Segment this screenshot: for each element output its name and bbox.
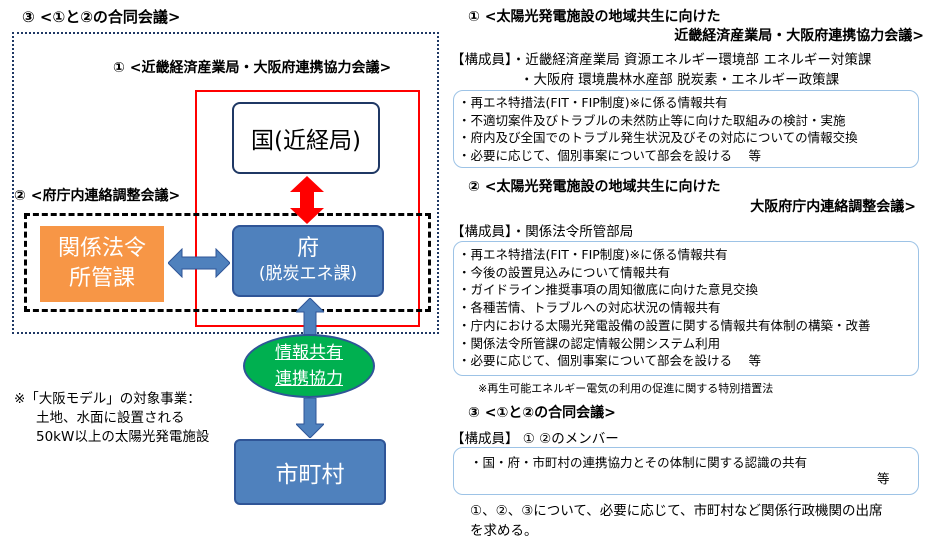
joint-meeting-frame	[12, 32, 439, 334]
s1-title-line-2: 近畿経済産業局・大阪府連携協力会議>	[674, 28, 924, 44]
s2-item: ・各種苦情、トラブルへの対応状況の情報共有	[458, 300, 721, 316]
node-fu: 府 (脱炭エネ課)	[232, 225, 384, 297]
fuchou-council-label: ② <府庁内連絡調整会議>	[14, 188, 181, 204]
node-kankei-label-2: 所管課	[68, 266, 135, 291]
blue-horizontal-double-arrow	[168, 248, 230, 278]
ellipse-label-1: 情報共有	[275, 343, 343, 363]
s1-items-frame	[453, 90, 919, 168]
s3-members: 【構成員】 ① ②のメンバー	[451, 431, 619, 447]
node-kuni: 国(近経局)	[232, 102, 380, 174]
osaka-model-note-line-1: ※「大阪モデル」の対象事業：	[14, 391, 201, 407]
s1-members-line-2: ・大阪府 環境農林水産部 脱炭素・エネルギー政策課	[520, 72, 840, 88]
blue-arrow-fu-to-ellipse	[296, 298, 324, 338]
s2-title-line-1: ② <太陽光発電施設の地域共生に向けた	[468, 179, 721, 195]
s2-item: ・必要に応じて、個別事案について部会を設ける 等	[458, 353, 761, 369]
s1-items-list: ・再エネ特措法(FIT・FIP制度)※に係る情報共有 ・不適切案件及びトラブルの…	[458, 94, 858, 164]
s2-item: ・関係法令所管課の認定情報公開システム利用	[458, 335, 721, 351]
blue-arrow-ellipse-to-shichoson	[296, 398, 324, 438]
node-kankei-hourei: 関係法令 所管課	[40, 226, 164, 302]
s2-members: 【構成員】・関係法令所管部局	[451, 224, 634, 240]
s1-title-line-1: ① <太陽光発電施設の地域共生に向けた	[468, 9, 721, 25]
s2-item: ・再エネ特措法(FIT・FIP制度)※に係る情報共有	[458, 247, 728, 262]
closing-note-line-1: ①、②、③について、必要に応じて、市町村など関係行政機関の出席	[470, 503, 883, 519]
s3-title: ③ <①と②の合同会議>	[468, 405, 616, 421]
info-sharing-ellipse: 情報共有 連携協力	[243, 334, 375, 398]
s2-title-line-2: 大阪府庁内連絡調整会議>	[750, 199, 916, 215]
s1-item: ・不適切案件及びトラブルの未然防止等に向けた取組みの検討・実施	[458, 112, 846, 128]
osaka-model-note-line-3: 50kW以上の太陽光発電施設	[36, 429, 210, 445]
s3-items-frame	[453, 447, 919, 495]
node-shichoson-label: 市町村	[275, 462, 345, 488]
joint-meeting-header: ③ <①と②の合同会議>	[22, 8, 181, 26]
s2-item: ・今後の設置見込みについて情報共有	[458, 264, 671, 280]
closing-note: ①、②、③について、必要に応じて、市町村など関係行政機関の出席 を求める。	[470, 501, 883, 541]
s2-items-list: ・再エネ特措法(FIT・FIP制度)※に係る情報共有 ・今後の設置見込みについて…	[458, 246, 871, 370]
node-shichoson: 市町村	[234, 439, 386, 505]
s2-item: ・庁内における太陽光発電設備の設置に関する情報共有体制の構築・改善	[458, 317, 871, 333]
closing-note-line-2: を求める。	[470, 523, 538, 539]
s3-etc: 等	[877, 471, 890, 486]
osaka-model-note-line-2: 土地、水面に設置される	[36, 410, 185, 426]
s1-item: ・府内及び全国でのトラブル発生状況及びその対応についての情報交換	[458, 130, 858, 145]
s2-items-frame	[453, 241, 919, 376]
s3-item: ・国・府・市町村の連携協力とその体制に関する認識の共有	[470, 455, 808, 470]
ellipse-label-2: 連携協力	[275, 369, 343, 389]
fuchou-council-frame	[24, 213, 431, 312]
s1-item: ・必要に応じて、個別事案について部会を設ける 等	[458, 147, 761, 163]
red-double-arrow	[290, 176, 324, 224]
node-fu-sublabel: (脱炭エネ課)	[258, 264, 358, 284]
s2-footnote: ※再生可能エネルギー電気の利用の促進に関する特別措置法	[478, 382, 774, 395]
s1-members-line-1: 【構成員】・近畿経済産業局 資源エネルギー環境部 エネルギー対策課	[451, 52, 872, 68]
s2-item: ・ガイドライン推奨事項の周知徹底に向けた意見交換	[458, 282, 759, 298]
osaka-model-note: ※「大阪モデル」の対象事業： 土地、水面に設置される 50kW以上の太陽光発電施…	[14, 390, 209, 447]
node-fu-label: 府	[296, 236, 319, 261]
kinki-council-label: ① <近畿経済産業局・大阪府連携協力会議>	[113, 60, 392, 76]
node-kankei-label-1: 関係法令	[57, 236, 146, 261]
s1-item: ・再エネ特措法(FIT・FIP制度)※に係る情報共有	[458, 95, 728, 110]
node-kuni-label: 国(近経局)	[251, 128, 361, 154]
